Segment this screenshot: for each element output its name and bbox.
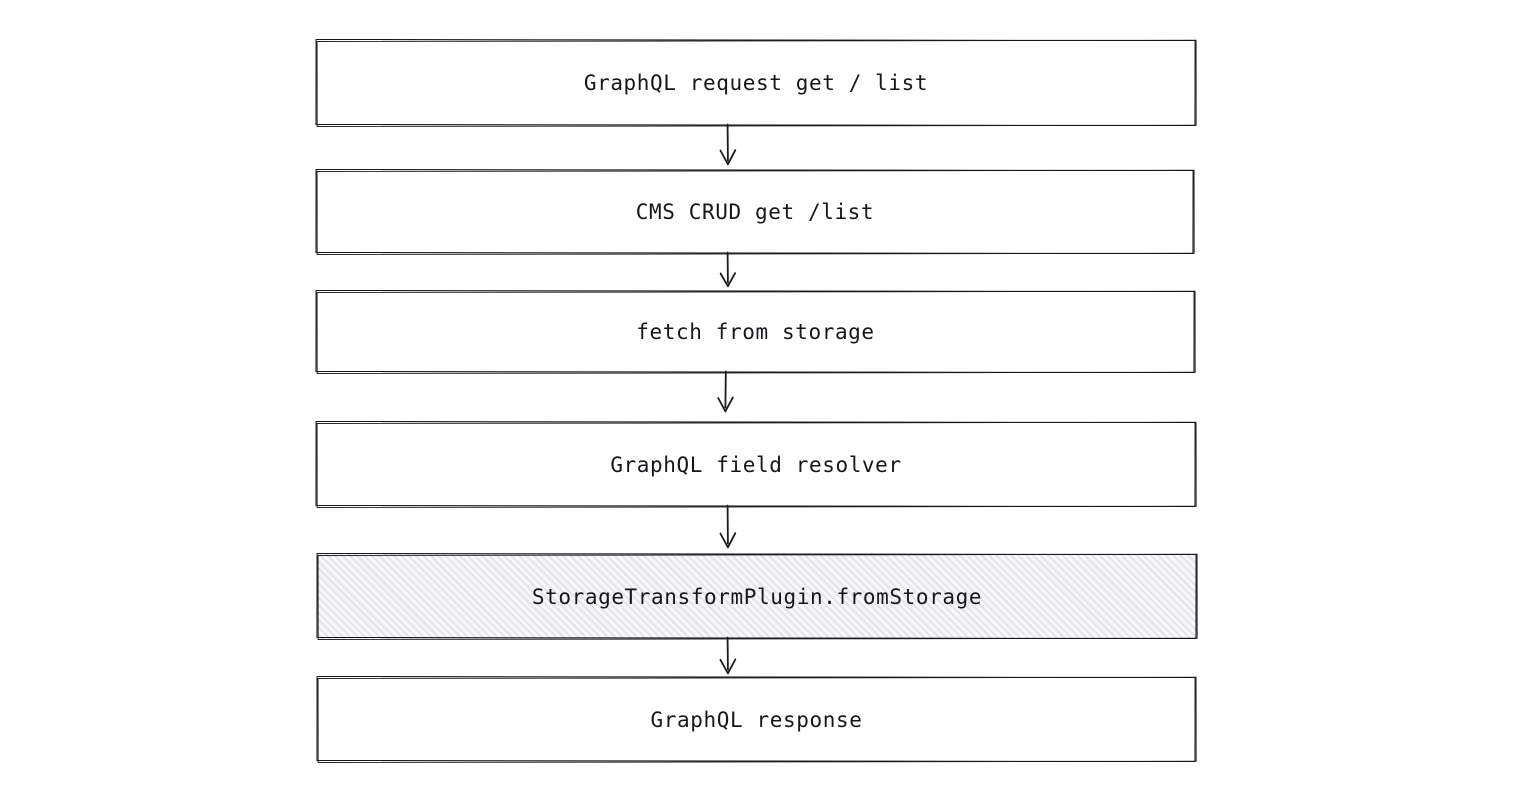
flow-node-storage-transform-plugin[interactable]: StorageTransformPlugin.fromStorage — [316, 552, 1198, 641]
flow-node-label: CMS CRUD get /list — [635, 200, 875, 224]
flow-node-graphql-response[interactable]: GraphQL response — [316, 675, 1197, 764]
arrow-down-icon — [719, 504, 737, 549]
arrow-down-icon — [719, 123, 737, 166]
arrow-down-icon — [719, 636, 737, 675]
flow-node-label: GraphQL request get / list — [583, 71, 929, 95]
arrow-down-icon — [717, 370, 734, 413]
arrow-down-icon — [719, 251, 736, 288]
flow-edge-plugin-to-response — [712, 636, 744, 681]
flow-node-label: GraphQL response — [650, 707, 863, 732]
flow-node-label: GraphQL field resolver — [610, 452, 902, 477]
flow-node-graphql-request[interactable]: GraphQL request get / list — [315, 38, 1197, 128]
flow-node-label: fetch from storage — [636, 320, 875, 344]
flow-node-cms-crud[interactable]: CMS CRUD get /list — [315, 168, 1195, 256]
flow-node-graphql-field-resolver[interactable]: GraphQL field resolver — [315, 420, 1197, 509]
flow-edge-resolver-to-plugin — [712, 504, 744, 555]
flow-edge-crud-to-fetch — [712, 251, 744, 294]
flow-edge-request-to-crud — [712, 123, 744, 172]
flow-node-label: StorageTransformPlugin.fromStorage — [531, 584, 983, 609]
flow-node-fetch-from-storage[interactable]: fetch from storage — [315, 289, 1196, 375]
flow-edge-fetch-to-resolver — [710, 370, 742, 419]
